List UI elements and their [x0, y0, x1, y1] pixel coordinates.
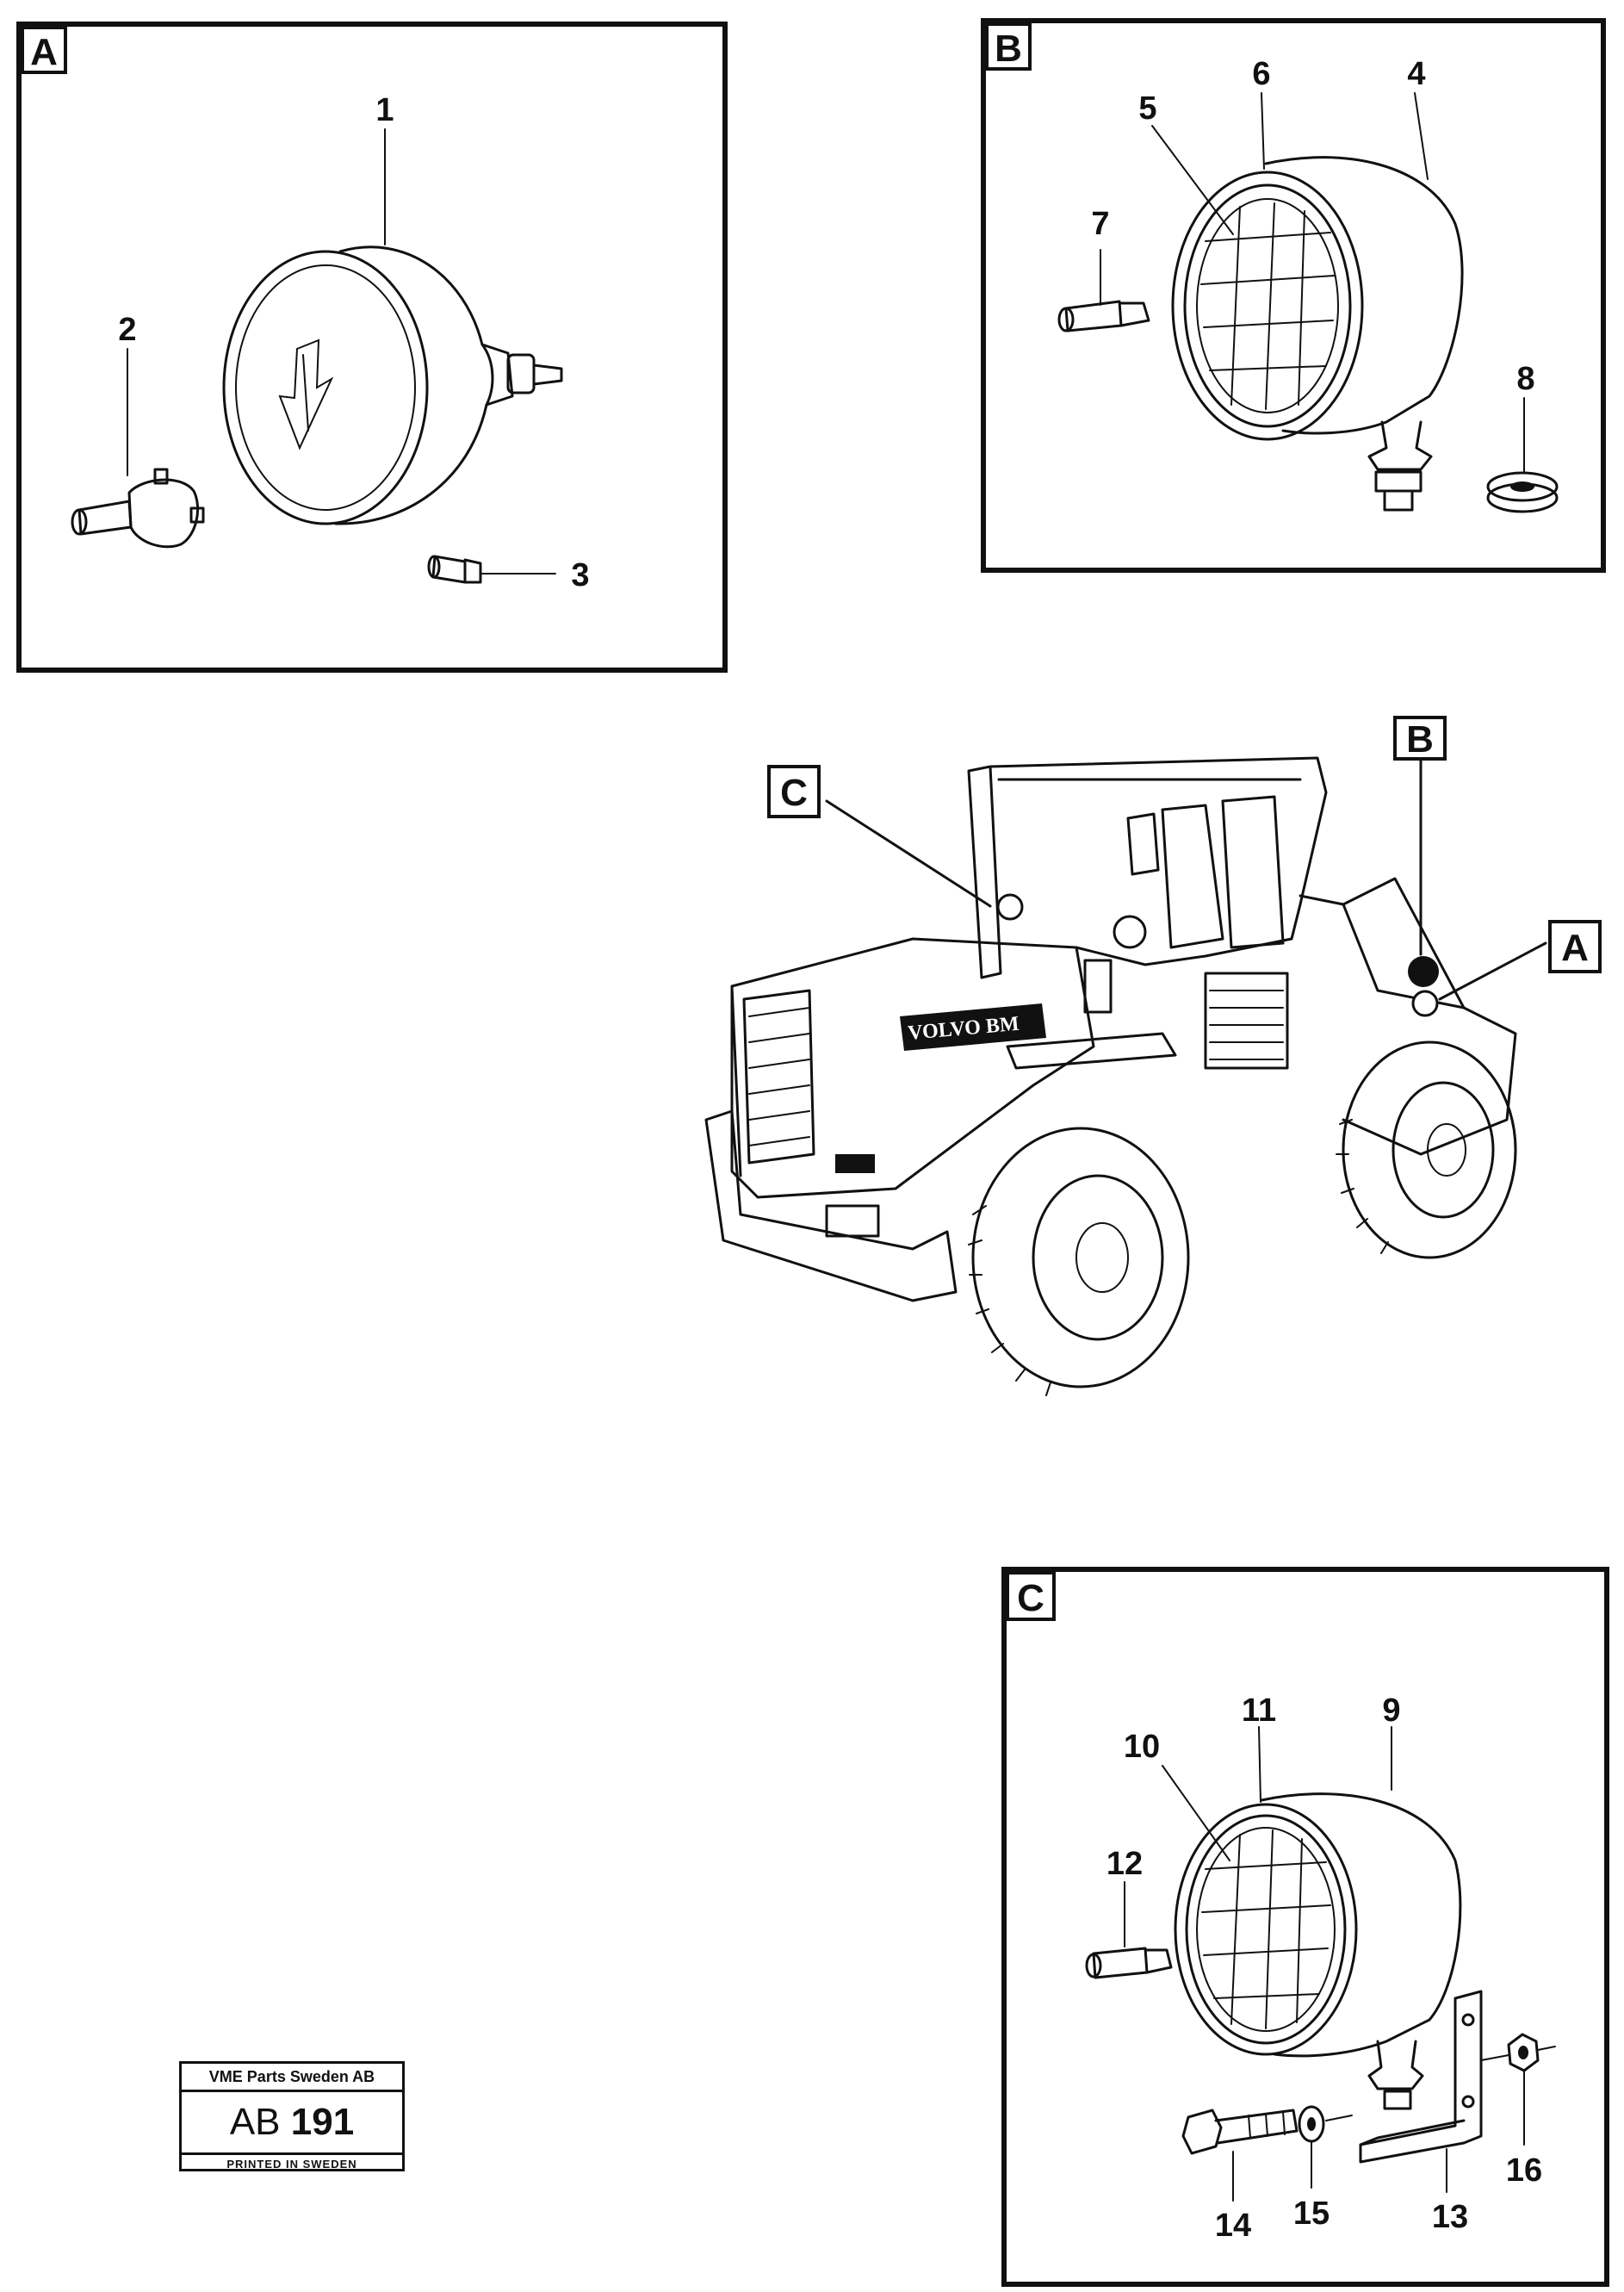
panel-a-tag-box — [21, 26, 67, 74]
nut-16-drawing — [1480, 2033, 1556, 2072]
panel-b-frame — [981, 18, 1606, 573]
callout-11: 11 — [1242, 1693, 1276, 1729]
callout-12: 12 — [1106, 1846, 1143, 1882]
callout-8: 8 — [1516, 361, 1534, 397]
panel-b-tag: B — [995, 28, 1022, 70]
bulb-2-drawing — [71, 468, 205, 549]
callout-16: 16 — [1506, 2152, 1542, 2189]
publication-stamp: VME Parts Sweden AB AB 191 PRINTED IN SW… — [179, 2061, 405, 2171]
callout-9: 9 — [1382, 1693, 1400, 1729]
callout-14: 14 — [1215, 2208, 1251, 2244]
callout-15: 15 — [1293, 2196, 1330, 2232]
panel-c: C — [1001, 1567, 1609, 2287]
bracket-13-drawing — [1359, 1990, 1483, 2164]
panel-a-tag: A — [30, 31, 58, 73]
callout-6: 6 — [1252, 56, 1270, 92]
callout-1: 1 — [375, 92, 394, 128]
pointer-tag-b: B — [1406, 718, 1434, 761]
washer-15-drawing — [1298, 2105, 1353, 2143]
panel-b: B 4 5 6 — [981, 18, 1606, 573]
headlamp-drawing — [222, 245, 563, 525]
pointer-tag-c: C — [780, 772, 808, 814]
panel-b-tag-box — [985, 22, 1032, 71]
stamp-code-prefix: AB — [229, 2101, 281, 2143]
wheel-loader-drawing: VOLVO BM — [704, 716, 1602, 1396]
work-lamp-b-drawing — [1171, 156, 1464, 512]
stamp-code-number: 191 — [290, 2101, 355, 2143]
callout-7: 7 — [1091, 206, 1109, 242]
panel-c-frame — [1001, 1567, 1609, 2287]
callout-2: 2 — [118, 312, 136, 348]
callout-3: 3 — [571, 557, 589, 593]
panel-a: A 1 2 3 — [16, 22, 728, 673]
stamp-company: VME Parts Sweden AB — [182, 2064, 402, 2092]
work-lamp-c-drawing — [1174, 1792, 1462, 2110]
panel-c-tag: C — [1017, 1577, 1044, 1619]
callout-13: 13 — [1432, 2199, 1468, 2235]
bulb-7-drawing — [1057, 300, 1150, 332]
pointer-tag-a: A — [1561, 927, 1589, 969]
bulb-12-drawing — [1085, 1947, 1173, 1979]
callout-4: 4 — [1407, 56, 1425, 92]
pointer-a — [1438, 941, 1547, 1001]
stamp-footer: PRINTED IN SWEDEN — [182, 2152, 402, 2174]
panel-a-frame — [16, 22, 728, 673]
pointer-c — [825, 799, 992, 908]
callout-10: 10 — [1124, 1729, 1160, 1765]
bulb-3-drawing — [427, 555, 482, 584]
panel-c-tag-box — [1006, 1571, 1056, 1621]
bolt-14-drawing — [1181, 2109, 1299, 2155]
grommet-8-drawing — [1486, 471, 1559, 513]
stamp-code: AB 191 — [182, 2092, 402, 2152]
callout-5: 5 — [1138, 90, 1156, 127]
